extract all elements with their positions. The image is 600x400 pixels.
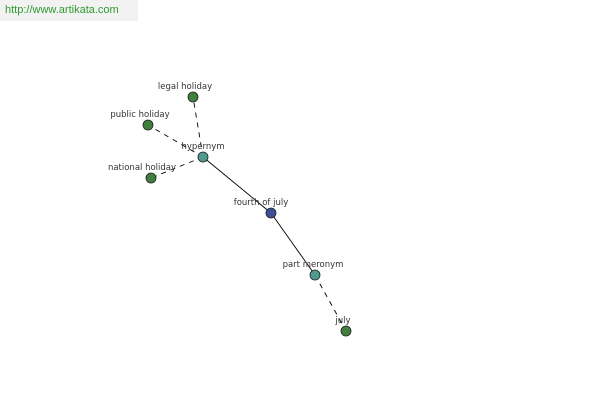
node-fourth-of-july[interactable]	[265, 207, 277, 219]
node-label-fourth-of-july: fourth of july	[234, 198, 289, 208]
node-label-legal-holiday: legal holiday	[158, 82, 212, 92]
node-hypernym[interactable]	[197, 151, 209, 163]
node-july[interactable]	[340, 325, 352, 337]
edge-hypernym-public-holiday	[147, 124, 204, 158]
edge-fourth-of-july-part-meronym	[270, 212, 316, 276]
watermark-bar: http://www.artikata.com	[0, 0, 138, 21]
node-label-part-meronym: part meronym	[283, 260, 344, 270]
node-national-holiday[interactable]	[145, 172, 157, 184]
node-label-hypernym: hypernym	[181, 142, 224, 152]
edge-fourth-of-july-hypernym	[202, 156, 272, 214]
edge-part-meronym-july	[314, 274, 347, 332]
node-public-holiday[interactable]	[142, 119, 154, 131]
edges-layer	[147, 96, 347, 332]
edge-hypernym-legal-holiday	[192, 96, 204, 158]
nodes-layer	[142, 91, 352, 337]
node-part-meronym[interactable]	[309, 269, 321, 281]
watermark-link[interactable]: http://www.artikata.com	[5, 4, 119, 16]
labels-layer: fourth of july hypernym part meronym legal …	[108, 82, 351, 326]
node-label-july: july	[334, 316, 350, 326]
node-legal-holiday[interactable]	[187, 91, 199, 103]
node-label-national-holiday: national holiday	[108, 163, 176, 173]
node-label-public-holiday: public holiday	[110, 110, 169, 120]
